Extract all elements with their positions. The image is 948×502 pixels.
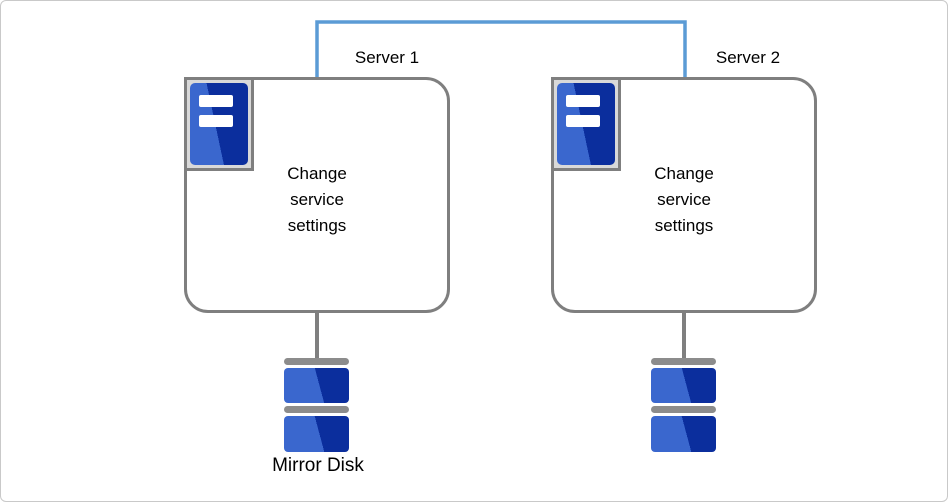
- server-slot-icon: [199, 115, 233, 127]
- mirror-disk-icon: [651, 358, 716, 452]
- server-slot-icon: [566, 115, 600, 127]
- server2-action-text: Change service settings: [654, 164, 714, 235]
- mirror-disk-label: Mirror Disk: [272, 455, 364, 476]
- server-slot-icon: [566, 95, 600, 107]
- disk-connector-line: [315, 311, 319, 361]
- disk-cap: [651, 358, 716, 365]
- server1-action-text: Change service settings: [287, 164, 347, 235]
- server-tower-icon: [184, 77, 254, 171]
- disk-platter: [284, 368, 349, 403]
- disk-cap: [284, 406, 349, 413]
- server-slot-icon: [199, 95, 233, 107]
- disk-platter: [284, 416, 349, 452]
- disk-platter: [651, 416, 716, 452]
- disk-cap: [651, 406, 716, 413]
- server-tower-body: [190, 83, 248, 165]
- disk-platter: [651, 368, 716, 403]
- server1-label: Server 1: [354, 48, 420, 67]
- disk-cap: [284, 358, 349, 365]
- server-tower-body: [557, 83, 615, 165]
- disk-connector-line: [682, 311, 686, 361]
- server2-label: Server 2: [715, 48, 781, 67]
- mirror-disk-icon: [284, 358, 349, 452]
- server-tower-icon: [551, 77, 621, 171]
